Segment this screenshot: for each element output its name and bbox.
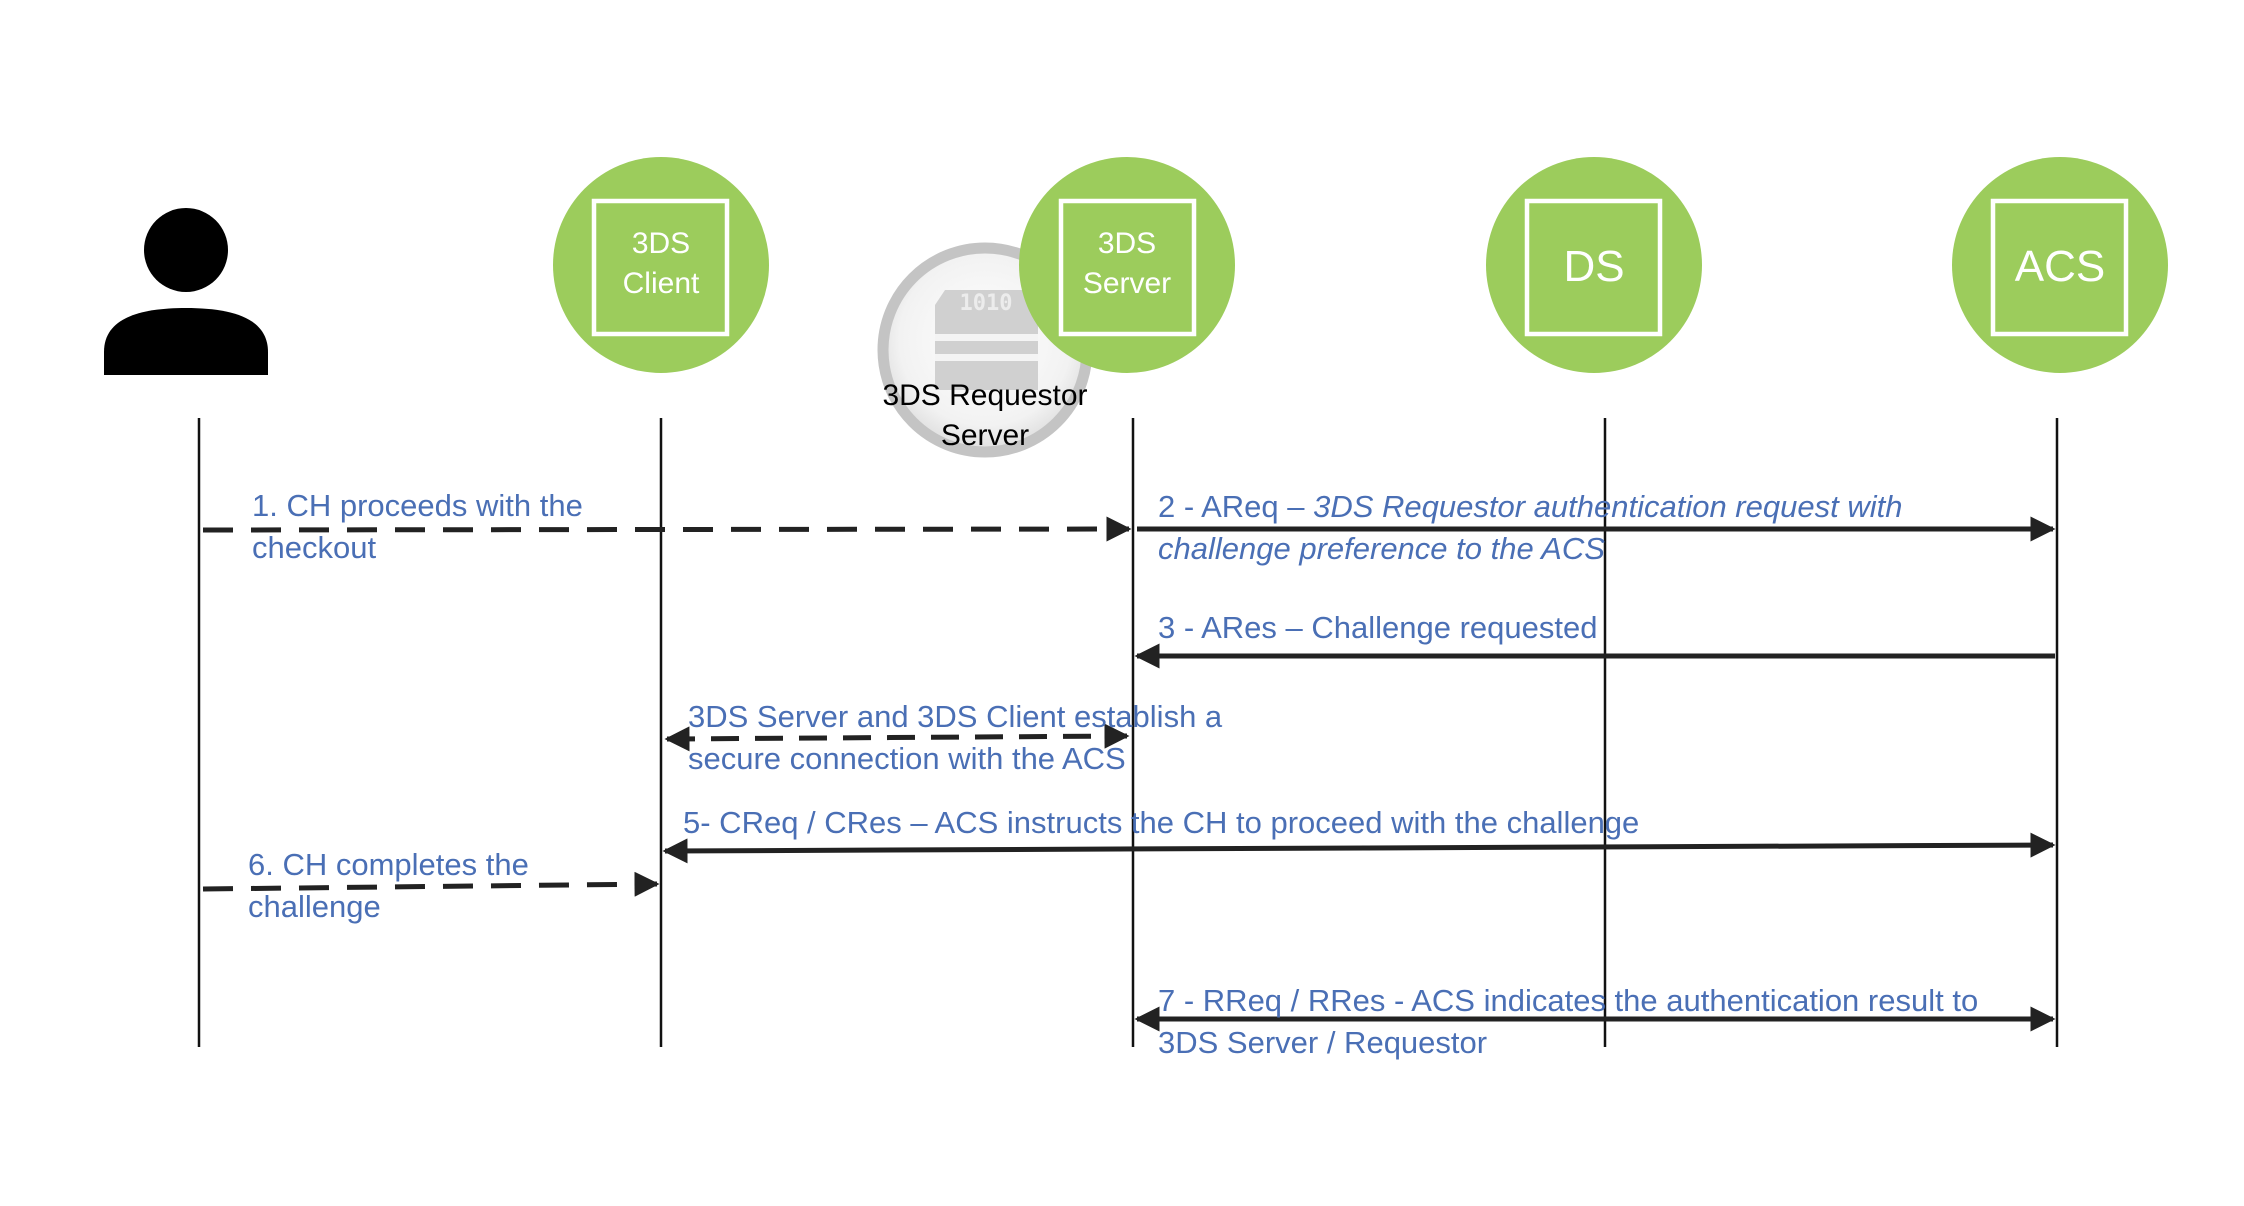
message-7-label: 7 - RReq / RRes - ACS indicates the auth…	[1158, 980, 1978, 1064]
requestor-server-badge: 1010	[960, 291, 1013, 316]
message-1-label: 1. CH proceeds with the checkout	[252, 485, 583, 569]
participant-ds-label: DS	[1563, 242, 1624, 291]
message-5-label: 5- CReq / CRes – ACS instructs the CH to…	[683, 805, 1640, 840]
message-1-line1: 1. CH proceeds with the	[252, 488, 583, 523]
participant-3ds-server-line1: 3DS	[1098, 227, 1156, 260]
arrow-1-checkout	[202, 516, 1132, 542]
participant-acs-label: ACS	[2015, 242, 2105, 291]
participant-acs: ACS	[1952, 157, 2168, 373]
participant-3ds-client-line2: Client	[623, 267, 700, 300]
participant-3ds-client-circle	[553, 157, 769, 373]
message-2-line2: challenge preference to the ACS	[1158, 531, 1605, 566]
arrow-6-completes-challenge	[202, 871, 660, 897]
arrow-4-secure-connection	[664, 723, 1130, 752]
server-icon: 1010	[935, 290, 1038, 390]
message-6-line1: 6. CH completes the	[248, 847, 529, 882]
message-2-prefix: 2 - AReq –	[1158, 489, 1314, 524]
message-4-line1: 3DS Server and 3DS Client establish a	[688, 699, 1223, 734]
requestor-server-line1: 3DS Requestor	[882, 379, 1087, 412]
cardholder-person-icon	[104, 208, 268, 375]
participant-ds-circle	[1486, 157, 1702, 373]
participant-acs-circle	[1952, 157, 2168, 373]
arrow-5-creq-cres	[662, 832, 2056, 864]
message-4-label: 3DS Server and 3DS Client establish a se…	[688, 696, 1222, 780]
participant-3ds-server-line2: Server	[1083, 267, 1171, 300]
message-6-label: 6. CH completes the challenge	[248, 844, 529, 928]
participant-ds: DS	[1486, 157, 1702, 373]
message-3-label: 3 - ARes – Challenge requested	[1158, 610, 1598, 645]
participant-3ds-client: 3DS Client	[553, 157, 769, 373]
message-2-label: 2 - AReq – 3DS Requestor authentication …	[1158, 486, 1902, 570]
participant-3ds-client-line1: 3DS	[632, 227, 690, 260]
message-1-line2: checkout	[252, 530, 377, 565]
participant-3ds-server: 3DS Server	[1019, 157, 1235, 373]
message-7-line1: 7 - RReq / RRes - ACS indicates the auth…	[1158, 983, 1979, 1018]
requestor-server-line2: Server	[941, 419, 1029, 452]
message-4-line2: secure connection with the ACS	[688, 741, 1126, 776]
message-7-line2: 3DS Server / Requestor	[1158, 1025, 1488, 1060]
message-6-line2: challenge	[248, 889, 381, 924]
participant-3ds-server-circle	[1019, 157, 1235, 373]
message-2-line1: 3DS Requestor authentication request wit…	[1313, 489, 1903, 524]
